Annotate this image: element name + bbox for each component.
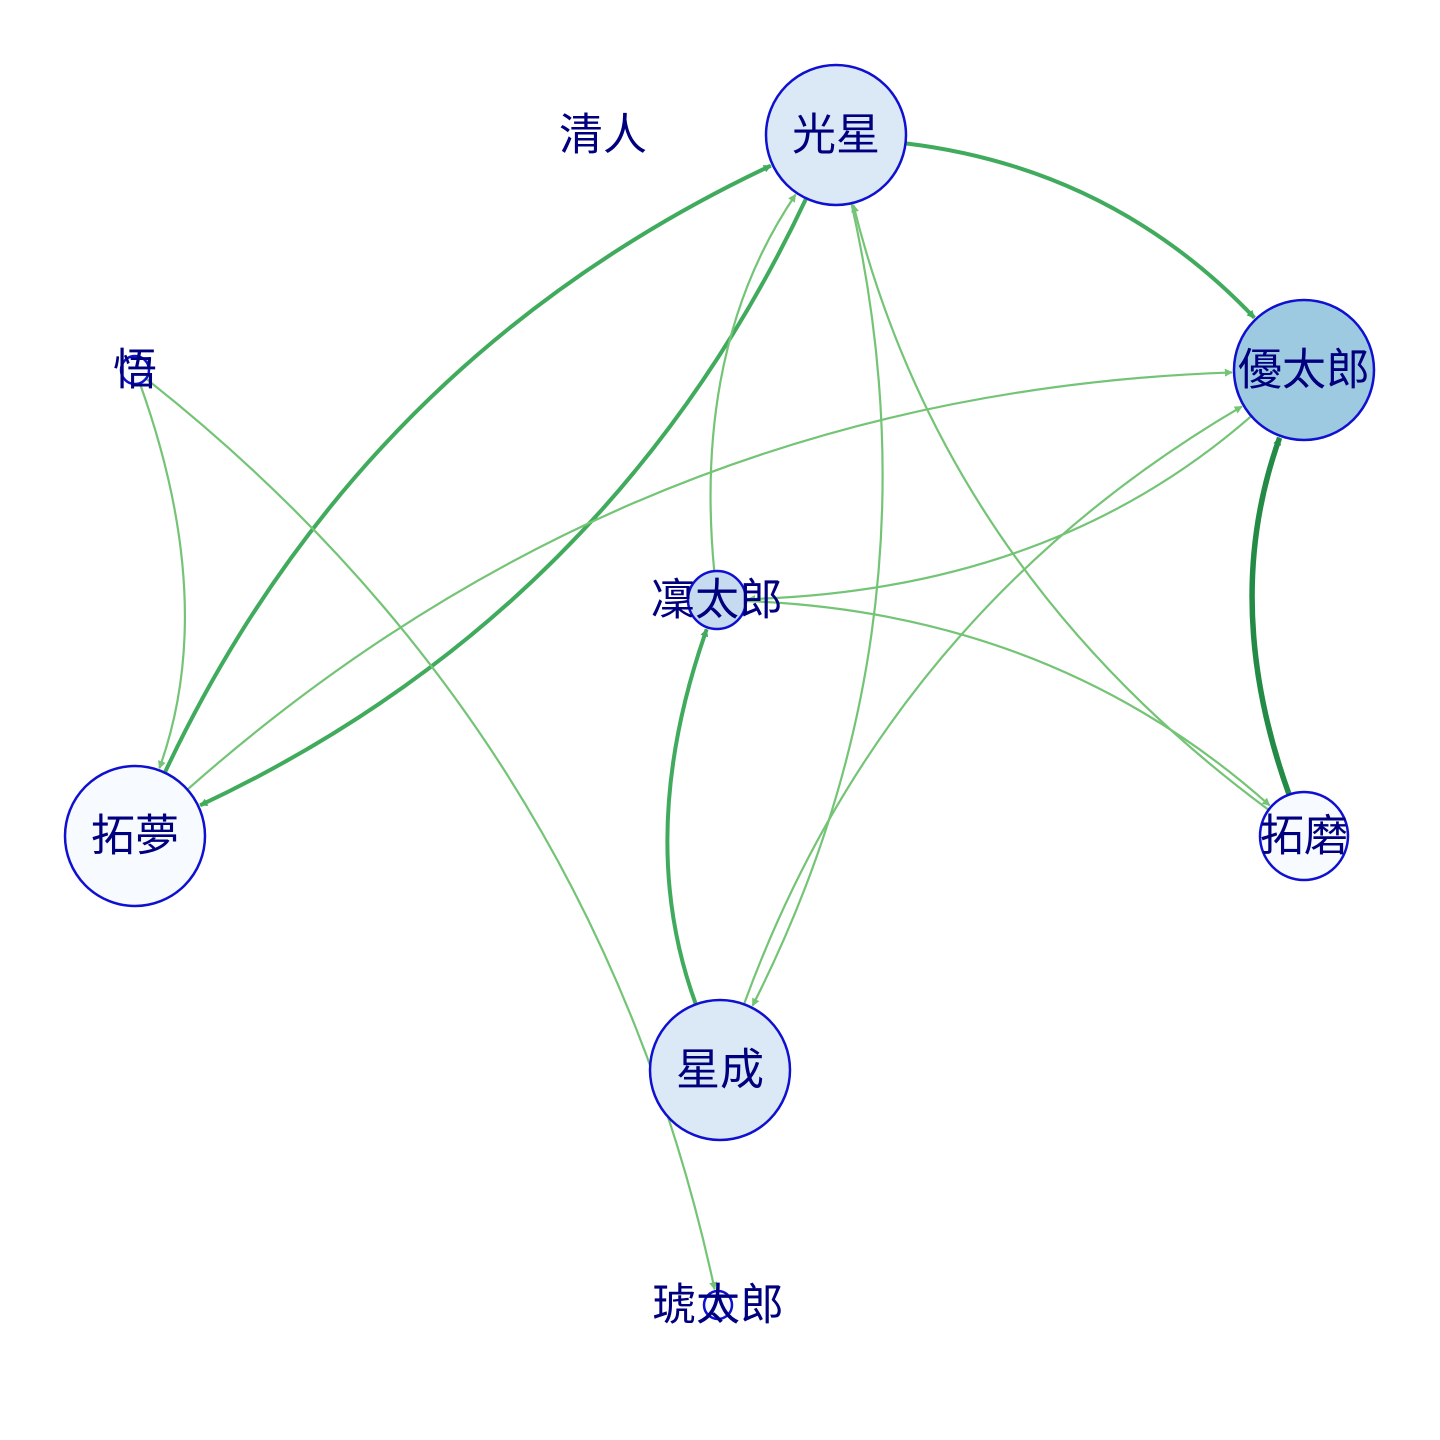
edge-takuma-to-yutaro bbox=[1249, 436, 1292, 796]
edge-seisei-to-rintaro bbox=[665, 628, 709, 1005]
edge-yutaro-to-rintaro bbox=[747, 415, 1253, 603]
edge-rintaro-to-kosei bbox=[709, 193, 797, 572]
node-label-kosei: 光星 bbox=[792, 110, 880, 161]
edge-kosei-to-takumu bbox=[199, 197, 809, 808]
edges-layer bbox=[138, 141, 1292, 1291]
node-label-takumu: 拓夢 bbox=[91, 811, 179, 862]
node-label-kotaro: 琥太郎 bbox=[652, 1280, 784, 1331]
node-circle-satoru bbox=[119, 354, 151, 386]
edge-kosei-to-yutaro bbox=[905, 141, 1256, 320]
node-circle-rintaro bbox=[686, 569, 748, 631]
node-circle-kotaro bbox=[702, 1289, 734, 1321]
node-label-kiyoto: 清人 bbox=[559, 110, 647, 161]
edge-satoru-to-kotaro bbox=[145, 377, 718, 1291]
node-label-yutaro: 優太郎 bbox=[1238, 345, 1370, 396]
edge-rintaro-to-takuma bbox=[745, 599, 1271, 807]
edge-takumu-to-kosei bbox=[162, 163, 772, 774]
edge-satoru-to-takumu bbox=[138, 382, 187, 770]
node-yutaro[interactable]: 優太郎 bbox=[1232, 298, 1376, 442]
node-kotaro[interactable]: 琥太郎 bbox=[652, 1280, 784, 1331]
node-circle-takuma bbox=[1258, 790, 1350, 882]
node-label-takuma: 拓磨 bbox=[1260, 811, 1348, 862]
edge-seisei-to-yutaro bbox=[742, 405, 1243, 1005]
edge-takuma-to-kosei bbox=[851, 204, 1270, 811]
node-kiyoto[interactable]: 清人 bbox=[559, 110, 647, 161]
node-seisei[interactable]: 星成 bbox=[648, 998, 792, 1142]
node-circle-seisei bbox=[648, 998, 792, 1142]
node-circle-yutaro bbox=[1232, 298, 1376, 442]
node-label-seisei: 星成 bbox=[676, 1045, 764, 1096]
node-kosei[interactable]: 光星 bbox=[764, 63, 908, 207]
node-label-rintaro: 凜太郎 bbox=[651, 575, 783, 626]
node-circle-kosei bbox=[764, 63, 908, 207]
node-label-satoru: 悟 bbox=[113, 345, 157, 396]
node-satoru[interactable]: 悟 bbox=[113, 345, 157, 396]
node-takuma[interactable]: 拓磨 bbox=[1258, 790, 1350, 882]
node-circle-takumu bbox=[63, 764, 207, 908]
node-rintaro[interactable]: 凜太郎 bbox=[651, 569, 783, 631]
edge-takumu-to-yutaro bbox=[186, 368, 1233, 791]
node-takumu[interactable]: 拓夢 bbox=[63, 764, 207, 908]
